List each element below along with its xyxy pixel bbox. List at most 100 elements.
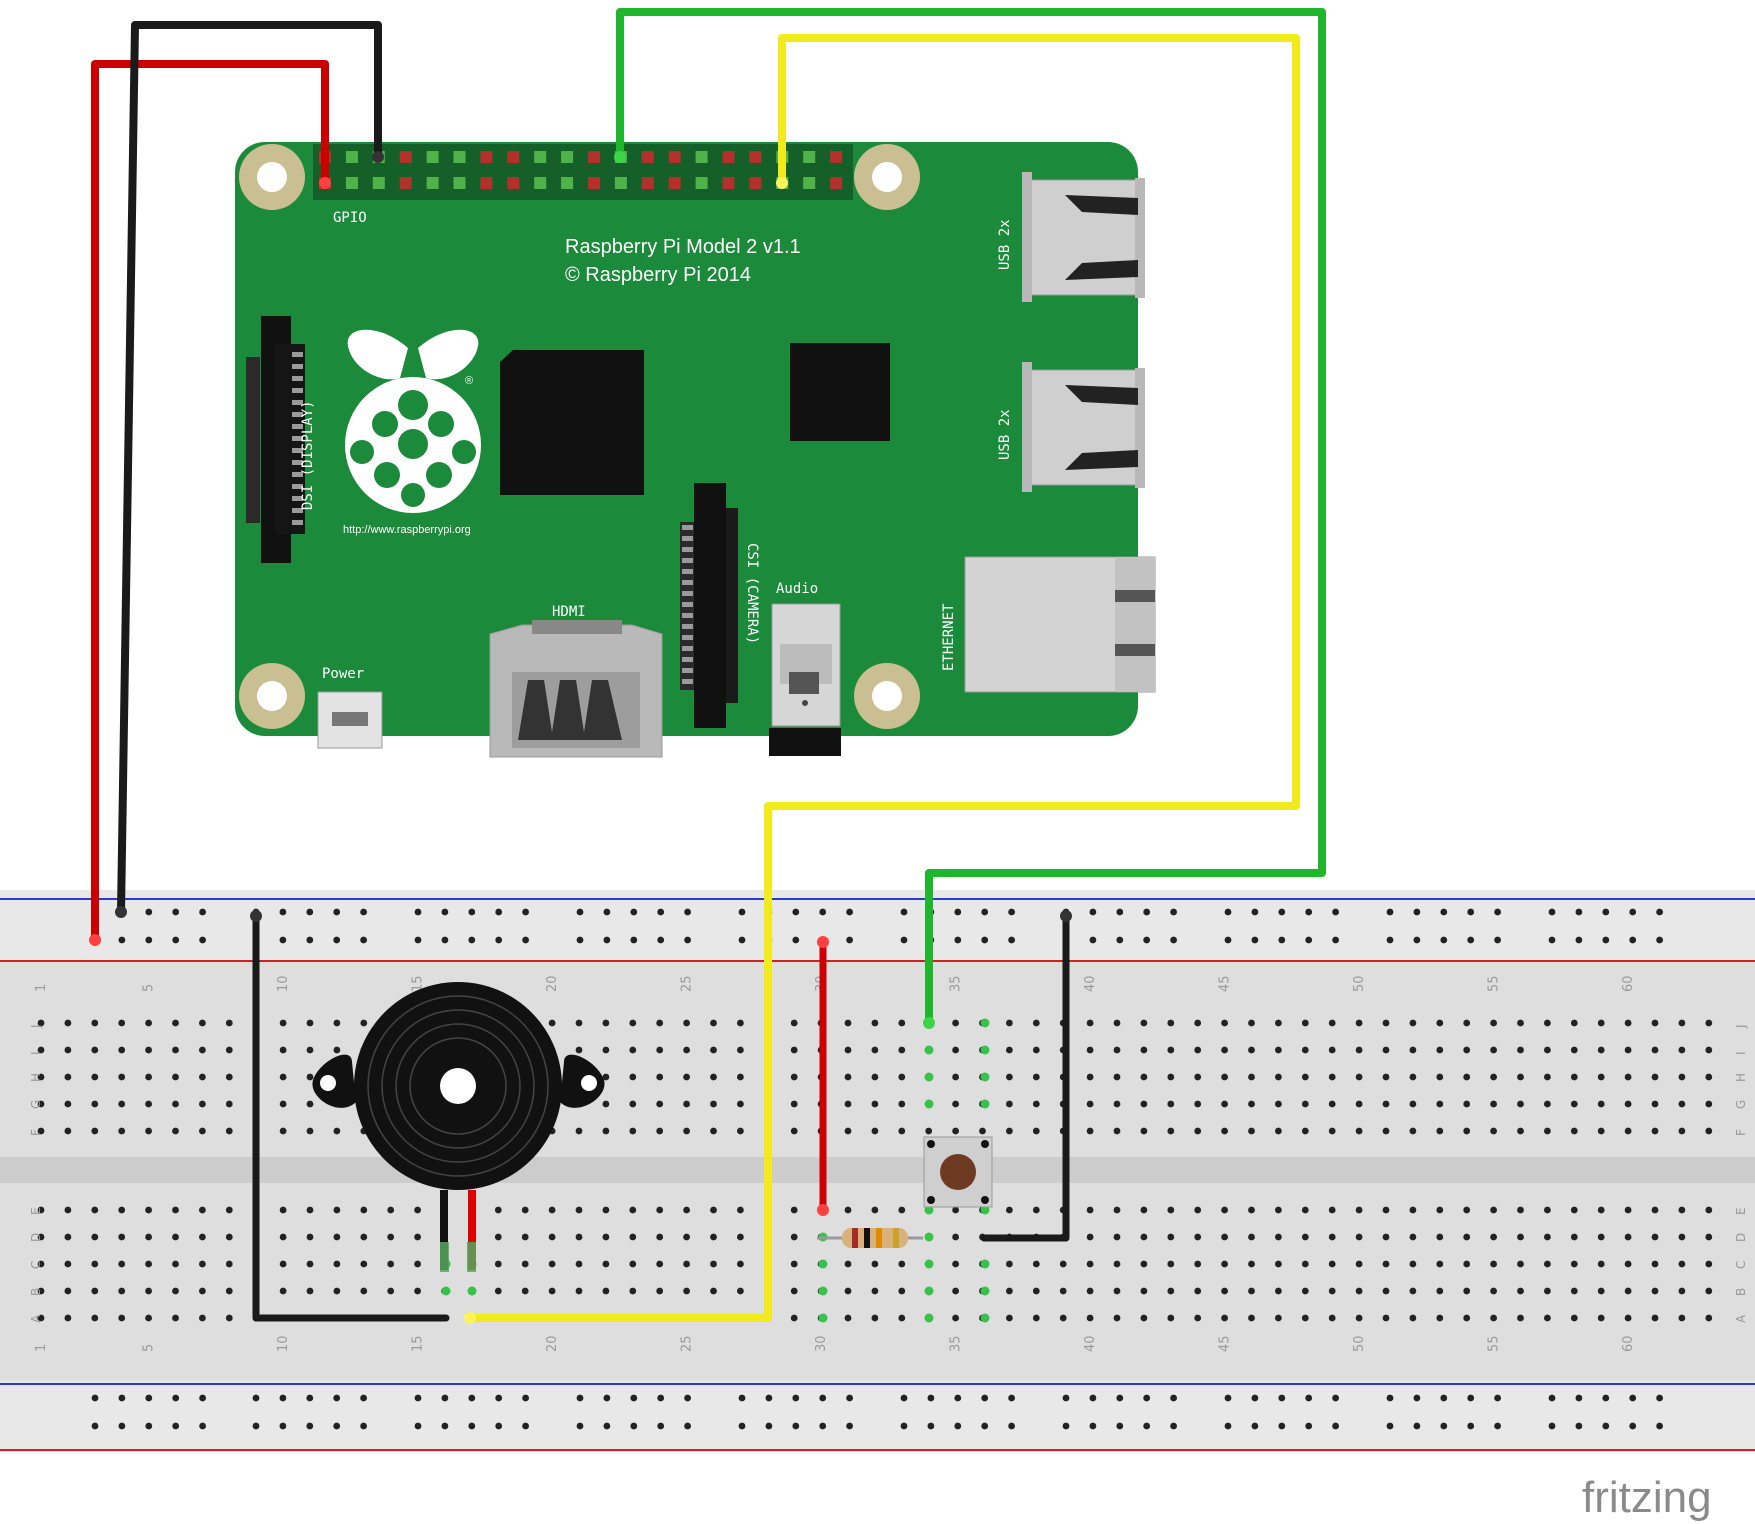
column-number: 25 <box>680 975 695 992</box>
breadboard-hole <box>683 1287 690 1295</box>
gpio-pin <box>561 151 574 163</box>
rail-hole <box>819 1394 827 1402</box>
connected-hole <box>980 1018 990 1028</box>
breadboard-hole <box>1086 1127 1094 1135</box>
rail-hole <box>522 1394 529 1402</box>
rail-hole <box>1116 936 1124 944</box>
breadboard-hole <box>790 1287 798 1295</box>
breadboard-hole <box>1382 1206 1390 1214</box>
usb-port-1 <box>1022 172 1145 302</box>
rail-hole <box>954 908 962 916</box>
rail-hole <box>1305 908 1313 916</box>
connected-hole <box>980 1072 990 1082</box>
breadboard-hole <box>656 1127 664 1135</box>
breadboard-hole <box>1624 1260 1632 1268</box>
rail-hole <box>1305 936 1313 944</box>
buzzer-red-lead <box>468 1190 476 1270</box>
breadboard-hole <box>118 1206 126 1214</box>
push-button[interactable] <box>923 1136 993 1208</box>
breadboard-hole <box>1678 1287 1686 1295</box>
gpio-pin <box>641 151 654 163</box>
breadboard-hole <box>629 1046 637 1054</box>
breadboard-hole <box>952 1046 959 1054</box>
breadboard-hole <box>145 1100 153 1108</box>
gpio-pin <box>749 177 762 189</box>
rail-hole <box>603 936 611 944</box>
breadboard-hole <box>279 1260 287 1268</box>
breadboard-hole <box>898 1127 906 1135</box>
breadboard-hole <box>1463 1260 1471 1268</box>
rail-hole <box>1251 936 1259 944</box>
breadboard-hole <box>1328 1019 1336 1027</box>
breadboard-hole <box>1248 1019 1255 1027</box>
rail-hole <box>522 908 529 916</box>
breadboard-hole <box>1167 1046 1175 1054</box>
rail-hole <box>468 1422 476 1430</box>
gpio-pin <box>830 177 843 189</box>
breadboard-hole <box>871 1019 879 1027</box>
breadboard-hole <box>1597 1206 1605 1214</box>
breadboard-hole <box>1301 1206 1309 1214</box>
row-letter: B <box>1734 1288 1748 1296</box>
row-letter: H <box>1734 1073 1748 1082</box>
breadboard-hole <box>118 1100 126 1108</box>
breadboard-hole <box>1355 1287 1363 1295</box>
breadboard-hole <box>1248 1206 1255 1214</box>
breadboard-hole <box>414 1260 421 1268</box>
column-number: 25 <box>680 1335 695 1352</box>
breadboard-hole <box>683 1127 690 1135</box>
connected-hole <box>980 1286 990 1296</box>
breadboard-hole <box>494 1260 502 1268</box>
breadboard-hole <box>64 1314 72 1322</box>
row-letter: J <box>1734 1024 1748 1029</box>
column-number: 45 <box>1218 1335 1233 1352</box>
breadboard-hole <box>1301 1233 1309 1241</box>
rail-hole <box>1143 1422 1151 1430</box>
rail-hole <box>441 936 449 944</box>
rail-hole <box>333 936 341 944</box>
rail-hole <box>981 936 989 944</box>
breadboard-hole <box>656 1073 664 1081</box>
breadboard-hole <box>1086 1019 1094 1027</box>
breadboard-hole <box>1624 1287 1632 1295</box>
breadboard-hole <box>1140 1073 1148 1081</box>
breadboard-hole <box>145 1073 153 1081</box>
breadboard-hole <box>414 1287 421 1295</box>
breadboard-hole <box>1382 1073 1390 1081</box>
breadboard-hole <box>145 1314 153 1322</box>
breadboard-hole <box>1086 1233 1094 1241</box>
rail-hole <box>441 1394 449 1402</box>
breadboard-hole <box>306 1206 314 1214</box>
breadboard-hole <box>1544 1046 1551 1054</box>
breadboard-hole <box>1221 1260 1228 1268</box>
breadboard-hole <box>1221 1046 1228 1054</box>
rail-hole <box>1413 908 1421 916</box>
breadboard-hole <box>37 1046 45 1054</box>
rail-hole <box>1494 1394 1501 1402</box>
top-power-rail <box>0 890 1755 962</box>
breadboard-hole <box>1275 1046 1282 1054</box>
rail-hole <box>603 1394 611 1402</box>
breadboard-hole <box>172 1046 179 1054</box>
rail-hole <box>333 1394 341 1402</box>
audio-jack <box>769 603 841 756</box>
breadboard-hole <box>1301 1073 1309 1081</box>
breadboard-hole <box>1248 1046 1255 1054</box>
breadboard-hole <box>1167 1100 1175 1108</box>
breadboard-hole <box>844 1127 852 1135</box>
breadboard-hole <box>844 1314 852 1322</box>
breadboard-hole <box>1436 1100 1444 1108</box>
breadboard-hole <box>1517 1100 1524 1108</box>
breadboard-hole <box>494 1233 502 1241</box>
breadboard-hole <box>1086 1206 1094 1214</box>
rail-hole <box>1278 1394 1286 1402</box>
rail-hole <box>495 1422 503 1430</box>
rail-hole <box>630 936 638 944</box>
rail-hole <box>657 908 665 916</box>
rail-hole <box>630 1422 638 1430</box>
rail-hole <box>199 908 207 916</box>
breadboard-hole <box>118 1287 126 1295</box>
breadboard-hole <box>1221 1127 1228 1135</box>
rail-hole <box>1116 1422 1124 1430</box>
rail-hole <box>954 936 962 944</box>
